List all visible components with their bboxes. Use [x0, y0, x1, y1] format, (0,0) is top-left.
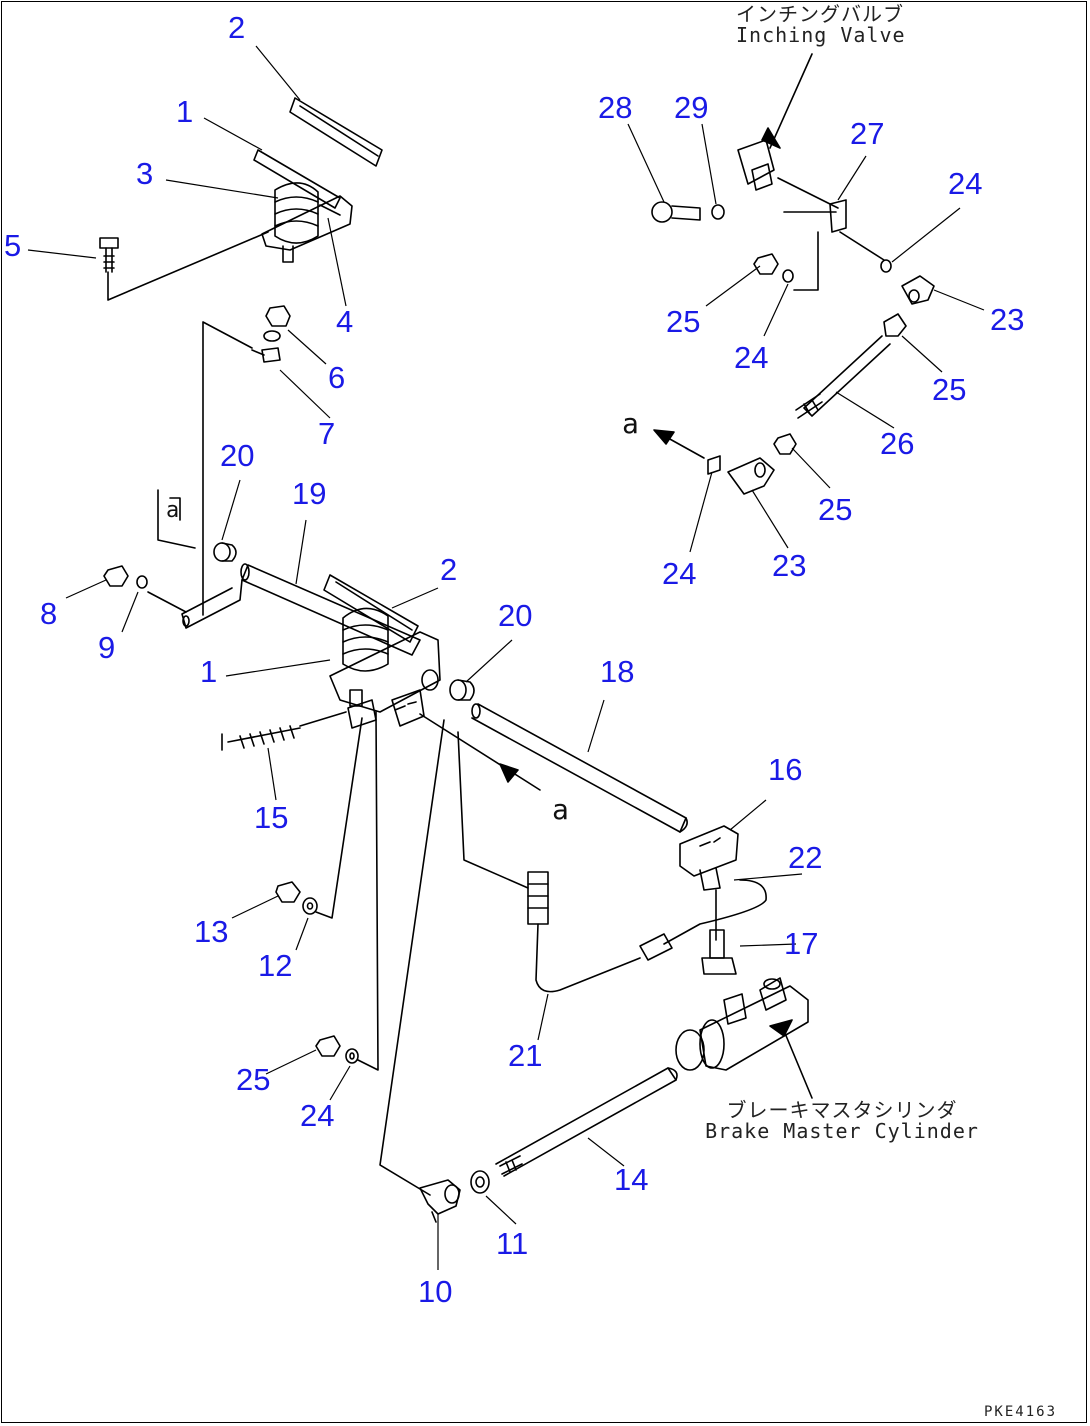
callout-19: 19: [292, 476, 327, 511]
callout-23-upper: 23: [990, 302, 1025, 337]
bolt-part-17: [701, 889, 737, 975]
arrow-head-a-upper: [653, 429, 675, 445]
inching-valve-caption-jp: インチングバルブ: [736, 2, 904, 26]
callout-7: 7: [318, 416, 336, 451]
callout-6: 6: [328, 360, 346, 395]
brake-master-cylinder-caption-en: Brake Master Cylinder: [705, 1119, 979, 1143]
washer-part-24a: [345, 1048, 359, 1064]
nut-part-11: [470, 1170, 490, 1194]
rod-part-14: [495, 1067, 678, 1177]
rod-part-18: [471, 703, 688, 833]
nut-part-25d: [773, 433, 797, 455]
inching-valve-caption: インチングバルブ Inching Valve: [736, 2, 906, 47]
callout-25-right: 25: [932, 372, 967, 407]
clevis-part-23a: [901, 275, 935, 305]
callout-2-lower: 2: [440, 552, 458, 587]
link-line-10: [379, 719, 445, 1196]
callout-11: 11: [496, 1226, 529, 1261]
callout-5: 5: [4, 228, 22, 263]
callout-14: 14: [614, 1162, 649, 1197]
callout-12: 12: [258, 948, 293, 983]
callout-10: 10: [418, 1274, 453, 1309]
callout-26: 26: [880, 426, 915, 461]
washer-part-29: [711, 204, 725, 220]
callout-20-lower: 20: [498, 598, 533, 633]
callout-2-upper: 2: [228, 10, 246, 45]
brake-master-cylinder-caption: ブレーキマスタシリンダ Brake Master Cylinder: [704, 1100, 980, 1142]
bolt-part-28: [651, 201, 701, 223]
inching-valve-part: [737, 53, 813, 191]
link-line-21: [457, 731, 529, 889]
callout-18: 18: [600, 654, 635, 689]
callout-29: 29: [674, 90, 709, 125]
washer-part-24d: [707, 455, 721, 475]
washer-part-9: [136, 575, 187, 613]
inching-valve-caption-en: Inching Valve: [736, 23, 906, 47]
callout-1-lower: 1: [200, 654, 218, 689]
washer-part-24b: [782, 269, 794, 283]
nut-part-25b: [753, 253, 779, 275]
callout-25-mid: 25: [818, 492, 853, 527]
bushing-part-20b: [449, 679, 475, 701]
callout-15: 15: [254, 800, 289, 835]
callout-3: 3: [136, 156, 154, 191]
plate-bracket: [157, 489, 196, 549]
view-marker-a-lower: a: [552, 793, 569, 826]
clevis-part-23b: [727, 457, 775, 495]
leader-lines: [27, 45, 985, 1270]
link-line-13: [315, 717, 363, 919]
callout-13: 13: [194, 914, 229, 949]
shaft-part-19: [181, 563, 421, 656]
clevis-part-10: [419, 1179, 461, 1223]
nut-part-6: [265, 305, 291, 327]
callout-21: 21: [508, 1038, 543, 1073]
callout-1-upper: 1: [176, 94, 194, 129]
callout-24-lower: 24: [300, 1098, 335, 1133]
callout-23-lower: 23: [772, 548, 807, 583]
callout-20-upper: 20: [220, 438, 255, 473]
view-marker-a-upper: a: [622, 407, 639, 440]
callout-25-lower: 25: [236, 1062, 271, 1097]
switch-part-21: [527, 871, 767, 993]
upper-pedal-part: [253, 97, 383, 263]
nut-part-8: [103, 565, 129, 587]
callout-8: 8: [40, 596, 58, 631]
arrow-head-a-lower: [499, 763, 519, 783]
lever-part-27: [777, 177, 885, 291]
callout-28: 28: [598, 90, 633, 125]
washer-part-12: [302, 897, 318, 915]
link-line-24: [357, 711, 379, 1071]
nut-part-25a: [315, 1035, 341, 1057]
washer-part-24c: [880, 259, 892, 273]
callout-4: 4: [336, 304, 354, 339]
arrow-line-a-lower: [419, 713, 541, 791]
callout-16: 16: [768, 752, 803, 787]
callout-25-top: 25: [666, 304, 701, 339]
callout-27: 27: [850, 116, 885, 151]
lower-pedal-part: [323, 574, 441, 729]
callout-9: 9: [98, 630, 116, 665]
rod-part-26: [795, 335, 891, 419]
bolt-part-5: [99, 231, 269, 301]
spring-cable-part-15: [221, 711, 347, 751]
arrow-line-a-upper: [667, 437, 705, 459]
callout-24-bottom: 24: [662, 556, 697, 591]
nut-part-13: [275, 881, 301, 903]
bracket-part-16: [679, 825, 739, 891]
callout-24-mid: 24: [734, 340, 769, 375]
drawing-code: PKE4163: [984, 1404, 1058, 1420]
callout-22: 22: [788, 840, 823, 875]
callout-24-top: 24: [948, 166, 983, 201]
link-line-left: [202, 321, 253, 616]
brake-master-cylinder-part: [675, 977, 813, 1099]
nut-part-25c: [883, 313, 907, 337]
bushing-part-20a: [213, 542, 237, 562]
callout-17: 17: [784, 926, 819, 961]
view-marker-a-box: a: [166, 498, 180, 523]
brake-master-cylinder-caption-jp: ブレーキマスタシリンダ: [726, 1098, 958, 1122]
bolt-part-7: [251, 330, 281, 363]
